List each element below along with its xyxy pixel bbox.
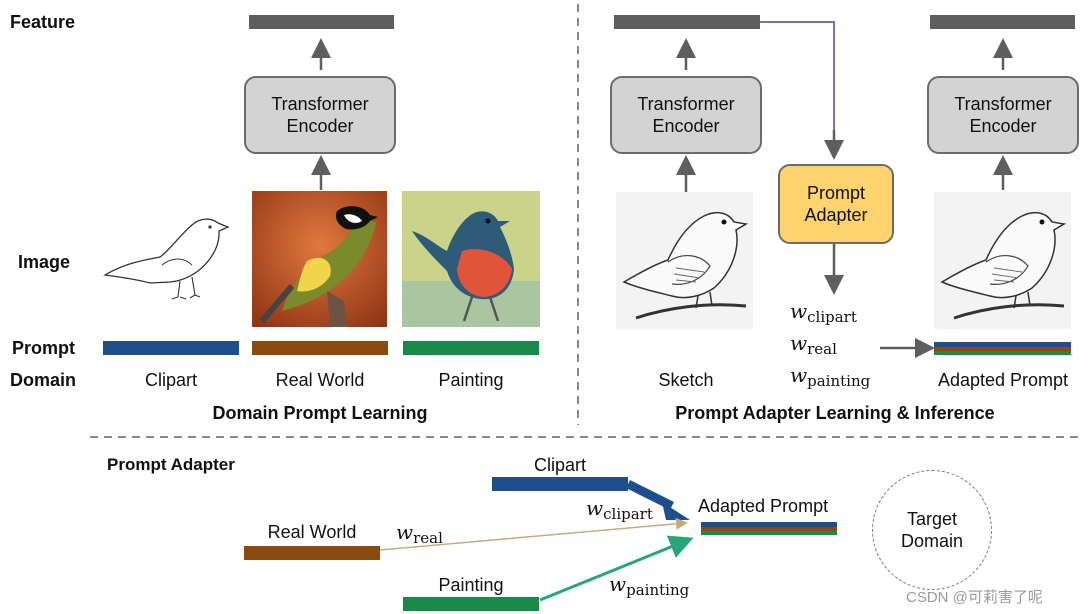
bottom-bar-realworld (244, 546, 380, 560)
arrow-painting-weight (539, 535, 694, 602)
sketch-bird-image (616, 192, 753, 329)
transformer-encoder-left: Transformer Encoder (244, 76, 396, 154)
domain-label-clipart: Clipart (144, 370, 197, 390)
prompt-bar-realworld (252, 341, 388, 355)
feature-to-adapter-line (760, 21, 835, 152)
adapted-prompt-label: Adapted Prompt (937, 370, 1069, 390)
row-label-prompt: Prompt (12, 338, 75, 358)
bottom-weight-real: wreal (396, 520, 443, 547)
prompt-bar-clipart (103, 341, 239, 355)
prompt-adapter-box: Prompt Adapter (778, 164, 894, 244)
clipart-bird-image (103, 218, 230, 300)
watermark: CSDN @可莉害了呢 (906, 589, 1043, 606)
bottom-label-clipart: Clipart (533, 455, 586, 475)
caption-domain-prompt-learning: Domain Prompt Learning (212, 403, 428, 423)
arrow-clipart-weight (625, 479, 675, 511)
row-label-feature: Feature (10, 12, 76, 32)
domain-label-realworld: Real World (275, 370, 365, 390)
bottom-label-realworld: Real World (267, 522, 357, 542)
domain-label-painting: Painting (438, 370, 504, 390)
caption-prompt-adapter-learning: Prompt Adapter Learning & Inference (675, 403, 995, 423)
bottom-adapted-prompt-label: Adapted Prompt (698, 496, 829, 516)
feature-bar-left (249, 15, 394, 29)
bottom-bar-painting (403, 597, 539, 611)
row-label-image: Image (18, 252, 71, 272)
bottom-label-painting: Painting (438, 575, 504, 595)
sketch-bird-image-right (934, 192, 1071, 329)
arrow-real-weight (379, 517, 688, 551)
weight-real: wreal (790, 331, 837, 358)
domain-label-sketch: Sketch (658, 370, 714, 390)
adapted-prompt-bar-right (934, 342, 1071, 355)
row-label-domain: Domain (10, 370, 77, 390)
bottom-weight-clipart: wclipart (586, 496, 653, 523)
feature-bar-right (930, 15, 1075, 29)
bottom-title-prompt-adapter: Prompt Adapter (107, 455, 235, 474)
transformer-encoder-right: Transformer Encoder (927, 76, 1079, 154)
painting-bird-image (402, 191, 540, 327)
weights-list: wclipart wreal wpainting (790, 298, 870, 394)
real-world-bird-image (252, 191, 387, 327)
bottom-bar-clipart (492, 477, 628, 491)
bottom-adapted-prompt-bar (701, 522, 837, 535)
target-domain-circle: Target Domain (872, 470, 992, 590)
bottom-weight-painting: wpainting (609, 572, 690, 599)
weight-painting: wpainting (790, 363, 871, 390)
transformer-encoder-middle: Transformer Encoder (610, 76, 762, 154)
prompt-bar-painting (403, 341, 539, 355)
feature-bar-middle (614, 15, 760, 29)
weight-clipart: wclipart (790, 299, 857, 326)
